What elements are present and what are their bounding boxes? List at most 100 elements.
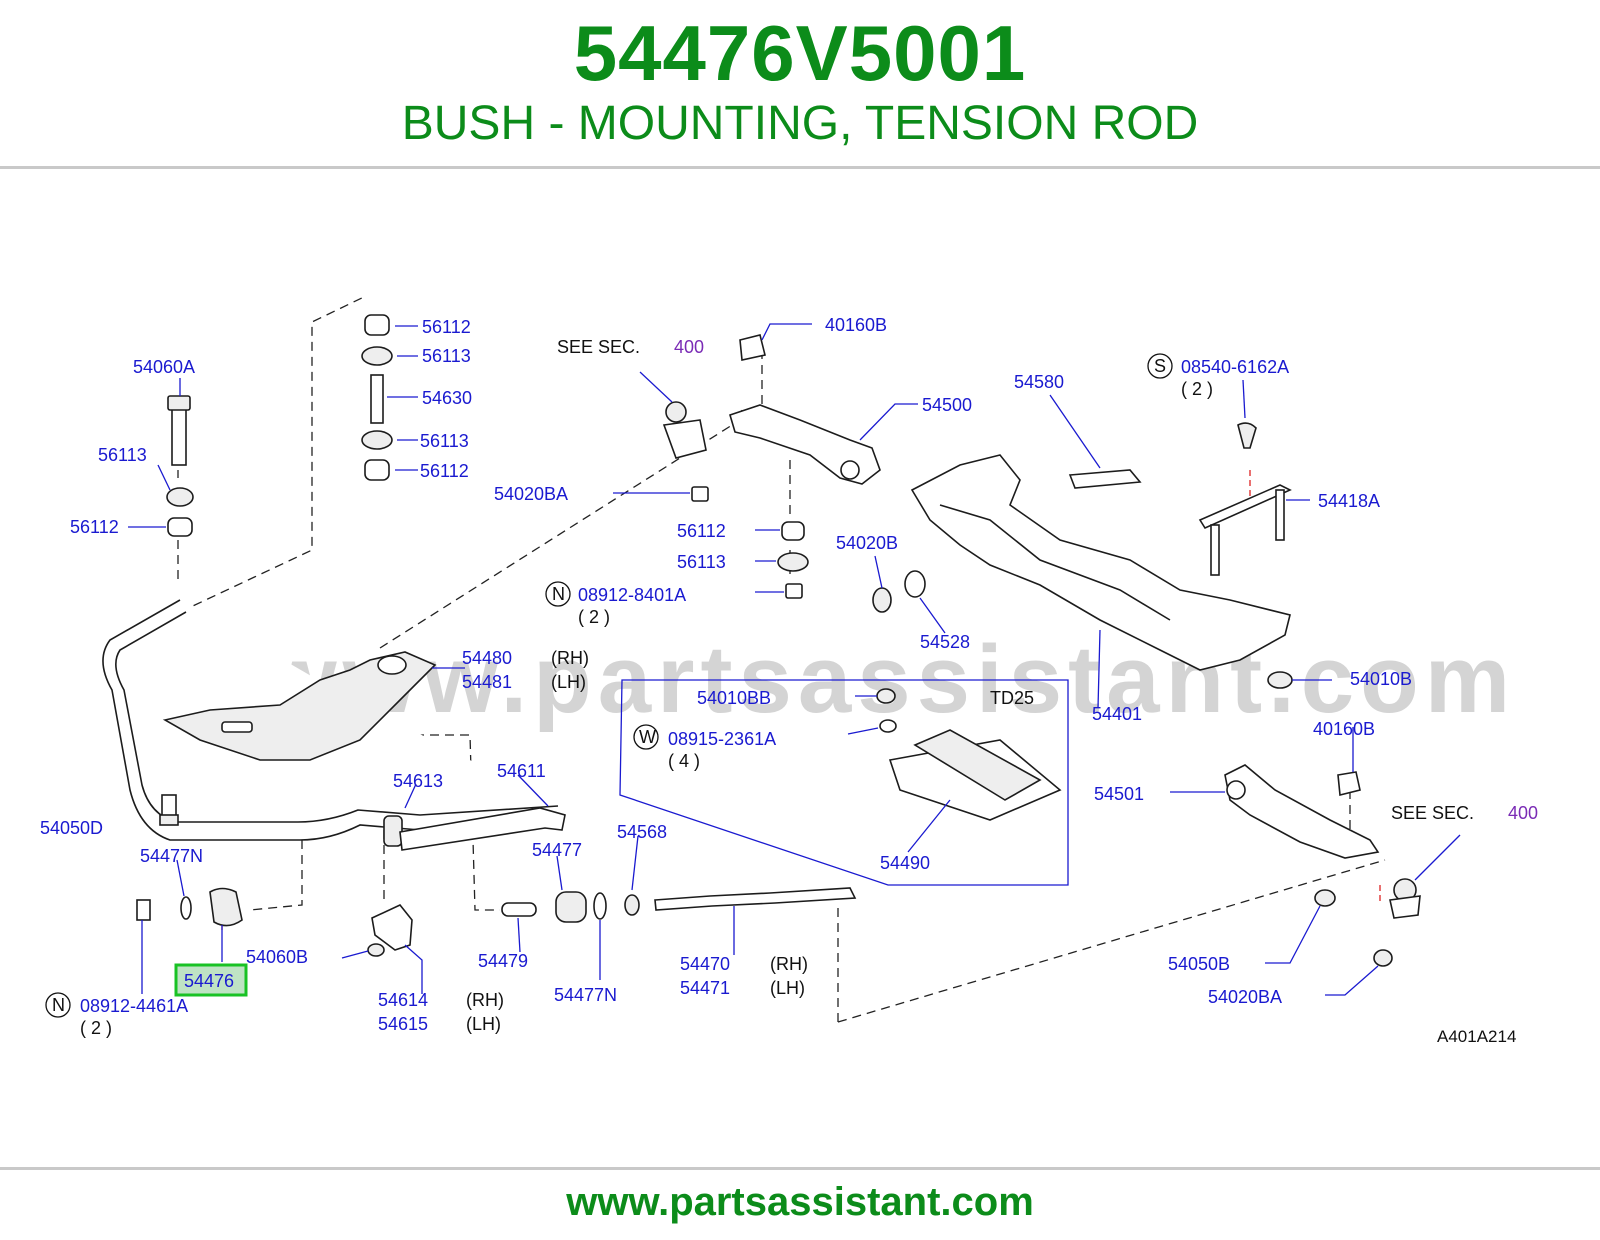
prefix-n: N <box>552 584 565 604</box>
td25-variant-box <box>619 679 1069 886</box>
footer-url[interactable]: www.partsassistant.com <box>566 1180 1034 1224</box>
see-section-number-right: 400 <box>1508 803 1538 823</box>
bush-54476 <box>209 887 243 927</box>
part-number-title: 54476V5001 <box>573 9 1027 97</box>
arm-54501 <box>1224 764 1380 859</box>
label-54470: 54470 <box>680 954 730 974</box>
label-54613: 54613 <box>393 771 443 791</box>
arm-54501-bush <box>1226 780 1246 800</box>
label-08915-2361a: 08915-2361A <box>668 729 776 749</box>
lh-label: (LH) <box>466 1014 501 1034</box>
prefix-n-circle <box>545 581 571 607</box>
nut-54568 <box>624 894 640 916</box>
bolt-54580 <box>1068 469 1142 489</box>
label-40160b: 40160B <box>825 315 887 335</box>
label-54020ba: 54020BA <box>1208 987 1282 1007</box>
prefix-s-circle <box>1147 353 1173 379</box>
nut-54010bb <box>876 688 896 704</box>
nut-54020ba-a <box>691 486 709 502</box>
qty-label: ( 4 ) <box>668 751 700 771</box>
qty-label: ( 2 ) <box>1181 379 1213 399</box>
label-56113: 56113 <box>98 445 147 465</box>
label-56112: 56112 <box>70 517 119 537</box>
stud-54418a-a <box>1210 524 1220 576</box>
prefix-n-circle <box>45 992 71 1018</box>
label-56113: 56113 <box>677 552 726 572</box>
tension-rod-54470 <box>654 887 857 911</box>
bracket-54418a <box>1198 484 1292 530</box>
lh-label: (LH) <box>551 672 586 692</box>
label-56112: 56112 <box>422 317 471 337</box>
label-08912-4461a: 08912-4461A <box>80 996 188 1016</box>
label-54471: 54471 <box>680 978 730 998</box>
prefix-n: N <box>52 995 65 1015</box>
label-54060b: 54060B <box>246 947 308 967</box>
see-section-text-right: SEE SEC. <box>1391 803 1474 823</box>
header-divider <box>0 166 1600 169</box>
nut-54020ba-b <box>1373 949 1393 967</box>
crossmember-rib <box>939 504 1171 621</box>
see-section-text-left: SEE SEC. <box>557 337 640 357</box>
nut-08912-8401a <box>785 583 803 599</box>
bolt-54050d <box>161 794 177 818</box>
label-54477n: 54477N <box>554 985 617 1005</box>
nut-54060b <box>367 943 385 957</box>
crossmember-54401 <box>910 454 1291 671</box>
prefix-w: W <box>639 727 656 747</box>
label-54568: 54568 <box>617 822 667 842</box>
parts-diagram: www.partsassistant.com <box>40 295 1538 1046</box>
variant-label-td25: TD25 <box>990 688 1034 708</box>
label-56112: 56112 <box>677 521 726 541</box>
label-54501: 54501 <box>1094 784 1144 804</box>
ball-joint-left <box>665 401 687 423</box>
label-54630: 54630 <box>422 388 472 408</box>
nut-54050b <box>1314 889 1336 907</box>
bush-56112-c <box>167 517 193 537</box>
label-54020b: 54020B <box>836 533 898 553</box>
stud-40160b-a <box>739 334 766 361</box>
see-section-number-left: 400 <box>674 337 704 357</box>
label-54010bb: 54010BB <box>697 688 771 708</box>
washer-56113-a <box>361 346 393 366</box>
label-54477: 54477 <box>532 840 582 860</box>
label-54477n: 54477N <box>140 846 203 866</box>
member-slot <box>221 721 253 733</box>
figure-code: A401A214 <box>1437 1027 1516 1046</box>
bush-56112-d <box>781 521 805 541</box>
screw-08540-6162a <box>1237 422 1257 449</box>
washer-56113-c <box>166 487 194 507</box>
washer-54477n-b <box>593 892 607 920</box>
link-54500-bush <box>840 460 860 480</box>
member-hole <box>377 655 407 675</box>
label-54580: 54580 <box>1014 372 1064 392</box>
label-54020ba: 54020BA <box>494 484 568 504</box>
label-56112: 56112 <box>420 461 469 481</box>
part-description: BUSH - MOUNTING, TENSION ROD <box>401 97 1199 150</box>
member-54480 <box>162 651 437 761</box>
label-54490: 54490 <box>880 853 930 873</box>
label-54611: 54611 <box>497 761 546 781</box>
ball-joint-right-base <box>1389 895 1421 919</box>
qty-label: ( 2 ) <box>578 607 610 627</box>
bush-54528 <box>904 570 926 598</box>
qty-label: ( 2 ) <box>80 1018 112 1038</box>
label-54010b: 54010B <box>1350 669 1412 689</box>
washer-56113-d <box>777 552 809 572</box>
label-54401: 54401 <box>1092 704 1142 724</box>
prefix-s: S <box>1154 356 1166 376</box>
rh-label: (RH) <box>770 954 808 974</box>
rod-54611 <box>399 807 566 851</box>
label-08540-6162a: 08540-6162A <box>1181 357 1289 377</box>
nut-54020b <box>872 587 892 613</box>
stud-54418a-b <box>1275 489 1285 541</box>
washer-08915-2361a <box>879 719 897 733</box>
label-54500: 54500 <box>922 395 972 415</box>
rh-label: (RH) <box>466 990 504 1010</box>
label-54060a: 54060A <box>133 357 195 377</box>
stud-40160b-b <box>1337 771 1361 797</box>
leader-lines <box>128 323 1461 996</box>
lh-label: (LH) <box>770 978 805 998</box>
nut-54010b <box>1267 671 1293 689</box>
label-54615: 54615 <box>378 1014 428 1034</box>
highlight-box-54476 <box>174 963 248 997</box>
